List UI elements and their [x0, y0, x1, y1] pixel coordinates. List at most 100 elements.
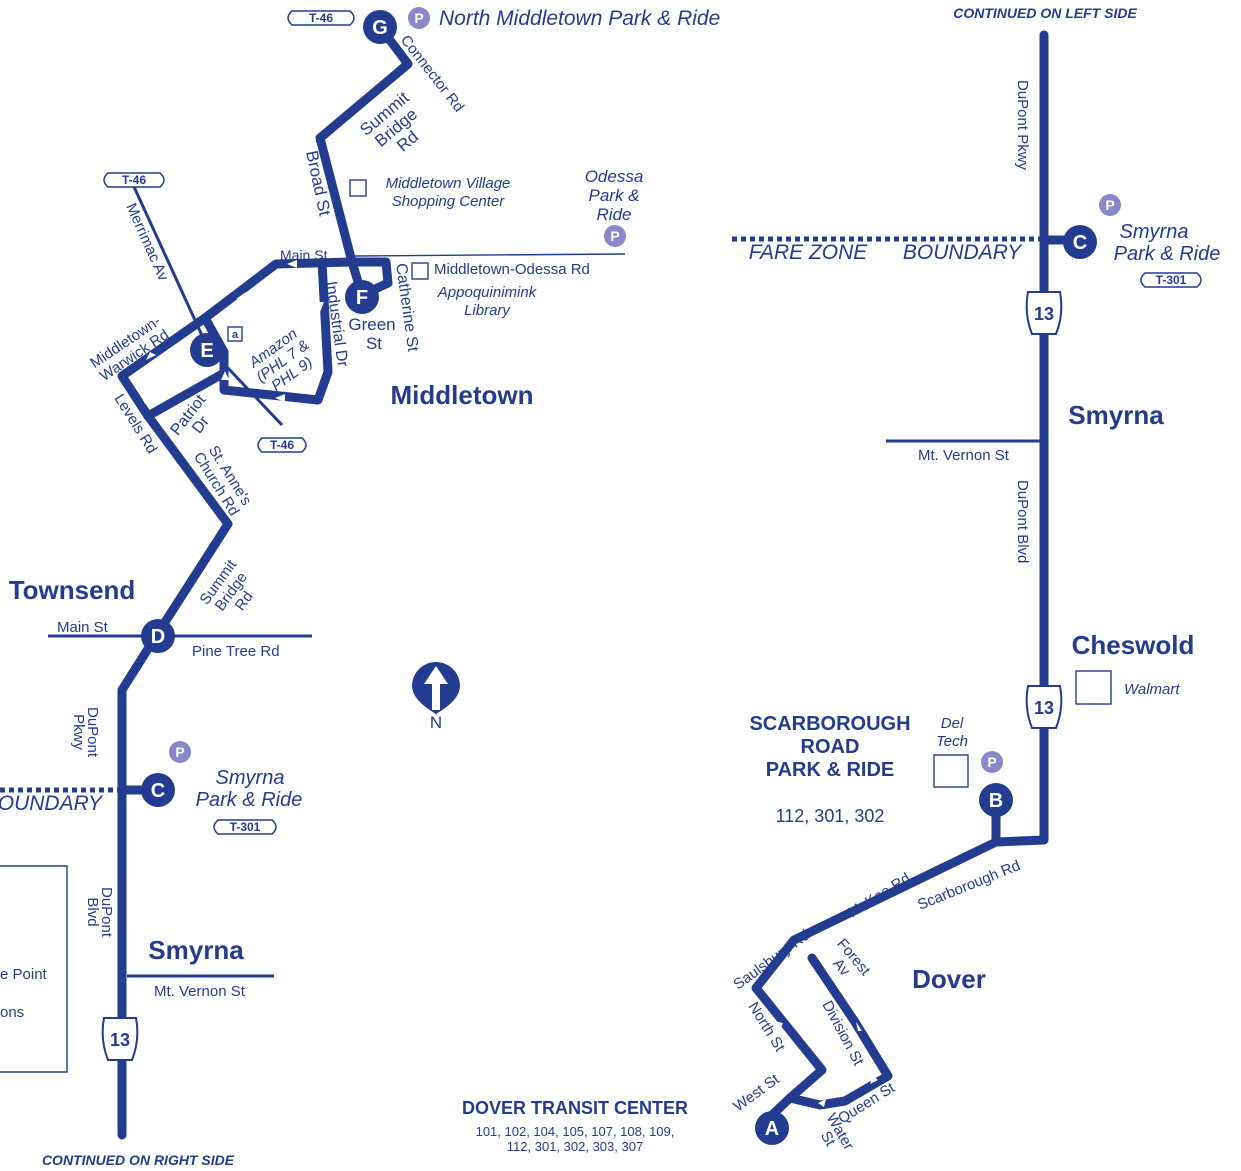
- north-middletown-park-ride-label: North Middletown Park & Ride: [439, 7, 720, 30]
- badge-t46-top[interactable]: T-46: [287, 10, 355, 26]
- route-right: [751, 30, 1085, 1120]
- park-ride-icon-scarborough: P: [981, 751, 1003, 773]
- badge-t301-right[interactable]: T-301: [1140, 272, 1202, 288]
- stop-g-circle: [363, 10, 397, 44]
- svg-text:St: St: [366, 334, 382, 353]
- svg-text:P: P: [175, 744, 184, 760]
- stop-c-right[interactable]: C: [1063, 225, 1097, 259]
- svg-text:P: P: [987, 754, 996, 770]
- arrow-right-2: [856, 1022, 862, 1031]
- town-cheswold: Cheswold: [1072, 630, 1195, 660]
- middletown-village-landmark: Middletown Village Shopping Center: [349, 175, 511, 210]
- stop-f-label: F: [356, 287, 368, 309]
- stop-d[interactable]: D: [141, 619, 175, 653]
- arrow-left-5: [287, 260, 297, 268]
- stop-c-right-label: C: [1073, 232, 1087, 254]
- smyrna-park-ride-label-right: Smyrna Park & Ride: [1114, 221, 1221, 265]
- stop-d-label: D: [151, 626, 165, 648]
- svg-text:T-301: T-301: [1156, 273, 1187, 287]
- badge-t46-merrimac[interactable]: T-46: [103, 172, 165, 188]
- svg-text:Walmart: Walmart: [1124, 681, 1180, 698]
- stop-c-left[interactable]: C: [141, 773, 175, 807]
- svg-text:T-301: T-301: [230, 820, 261, 834]
- stop-f[interactable]: F: [345, 280, 379, 314]
- svg-text:P: P: [1105, 197, 1114, 213]
- badge-t46-amazon[interactable]: T-46: [257, 437, 307, 453]
- stop-g-label: G: [372, 17, 388, 39]
- svg-text:T-46: T-46: [270, 438, 294, 452]
- direction-arrows-left: [140, 260, 324, 404]
- arrow-left-2: [146, 352, 156, 360]
- landmark-box-icon: [1075, 670, 1112, 705]
- us-13-shield-right-top: 13: [1025, 291, 1063, 335]
- svg-text:McKee Rd: McKee Rd: [845, 870, 913, 922]
- arrow-left-6: [275, 394, 285, 402]
- svg-text:Library: Library: [464, 302, 511, 319]
- svg-text:T-46: T-46: [122, 173, 146, 187]
- library-landmark: Middletown-Odessa Rd Appoquinimink Libra…: [411, 261, 590, 319]
- town-smyrna-left: Smyrna: [148, 935, 244, 965]
- svg-text:Pkwy: Pkwy: [70, 714, 87, 750]
- middletown-odessa-road: [354, 253, 626, 257]
- svg-text:Mt. Vernon St: Mt. Vernon St: [154, 983, 246, 1000]
- town-smyrna-right: Smyrna: [1068, 400, 1164, 430]
- stop-a-label: A: [765, 1118, 779, 1140]
- svg-text:DuPont Pkwy: DuPont Pkwy: [1014, 80, 1031, 171]
- arrow-left-3: [140, 394, 148, 404]
- stop-b[interactable]: B: [979, 783, 1013, 817]
- arrow-right-3: [870, 1076, 878, 1084]
- fare-zone-label: FARE ZONE: [749, 241, 869, 264]
- boundary-label: BOUNDARY: [903, 241, 1023, 264]
- stop-e[interactable]: E: [190, 333, 224, 367]
- stop-g[interactable]: G: [363, 10, 397, 44]
- svg-text:Main St: Main St: [57, 619, 109, 636]
- svg-text:PARK & RIDE: PARK & RIDE: [766, 759, 895, 781]
- walmart-landmark: Walmart: [1075, 670, 1180, 705]
- badge-t301-left[interactable]: T-301: [213, 819, 277, 835]
- boundary-label-partial: OUNDARY: [0, 792, 104, 815]
- arrow-left-7: [221, 371, 229, 380]
- park-ride-icon-north-middletown: P: [408, 7, 430, 29]
- arrow-left-4: [316, 302, 324, 312]
- stop-e-label: E: [200, 340, 213, 362]
- svg-text:Park & Ride: Park & Ride: [196, 789, 303, 811]
- us-13-shield-right-bottom: 13: [1025, 685, 1063, 729]
- streets-left: [48, 177, 626, 978]
- del-tech-landmark: Del Tech: [933, 715, 969, 788]
- svg-text:ROAD: ROAD: [801, 736, 860, 758]
- svg-text:DuPont: DuPont: [98, 887, 115, 938]
- odessa-park-ride-label: Odessa Park & Ride: [585, 167, 644, 224]
- svg-text:N: N: [430, 713, 442, 732]
- continued-right-header: CONTINUED ON RIGHT SIDE: [42, 1152, 235, 1168]
- svg-text:13: 13: [1034, 304, 1054, 324]
- svg-text:Middletown Village: Middletown Village: [386, 175, 511, 192]
- svg-text:Appoquinimink: Appoquinimink: [437, 284, 538, 301]
- svg-text:DuPont Blvd: DuPont Blvd: [1014, 480, 1031, 563]
- svg-text:P: P: [414, 10, 423, 26]
- arrow-right-4: [818, 1099, 826, 1107]
- svg-text:Saulsbury Rd: Saulsbury Rd: [730, 927, 813, 994]
- svg-text:a: a: [232, 329, 239, 341]
- svg-text:DuPont: DuPont: [84, 707, 101, 758]
- svg-text:112, 301, 302, 303, 307: 112, 301, 302, 303, 307: [507, 1139, 643, 1154]
- svg-text:Smyrna: Smyrna: [216, 767, 285, 789]
- svg-text:DOVER TRANSIT CENTER: DOVER TRANSIT CENTER: [462, 1098, 688, 1118]
- landmark-box-icon: [227, 326, 243, 342]
- svg-text:SCARBOROUGH: SCARBOROUGH: [749, 713, 910, 735]
- svg-text:101, 102, 104, 105, 107, 108,: 101, 102, 104, 105, 107, 108, 109,: [476, 1124, 675, 1139]
- arrow-left-1: [236, 292, 246, 299]
- svg-text:Tech: Tech: [936, 733, 968, 750]
- arrow-right-1: [774, 1021, 783, 1030]
- stop-a[interactable]: A: [755, 1111, 789, 1145]
- landmark-box-icon: [411, 262, 429, 280]
- park-ride-icon-smyrna-left: P: [169, 741, 191, 763]
- svg-text:Main St: Main St: [280, 247, 328, 263]
- svg-text:Middletown-Odessa Rd: Middletown-Odessa Rd: [434, 261, 590, 278]
- svg-text:e Point: e Point: [0, 966, 48, 983]
- stop-b-label: B: [989, 790, 1003, 812]
- town-middletown: Middletown: [391, 380, 534, 410]
- park-ride-icon-smyrna-right: P: [1099, 194, 1121, 216]
- merrimac-road: [128, 177, 207, 343]
- smyrna-park-ride-label-left: Smyrna Park & Ride: [196, 767, 303, 811]
